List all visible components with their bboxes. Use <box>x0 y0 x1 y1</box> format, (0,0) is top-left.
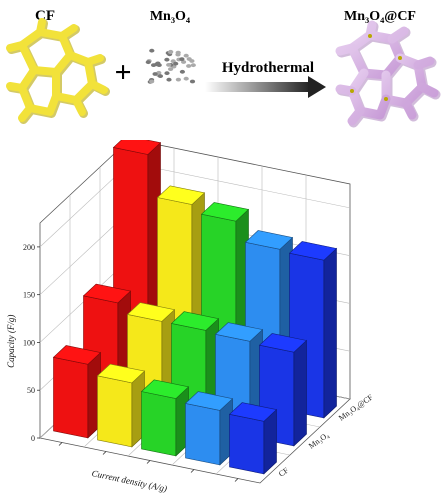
nanoparticle <box>175 52 181 57</box>
nanoparticle <box>168 67 174 71</box>
bar-top <box>228 402 278 422</box>
row-label: CF <box>277 465 291 478</box>
nanoparticle <box>149 48 155 53</box>
nanoparticle <box>175 77 181 82</box>
bar-top <box>200 202 250 222</box>
x-tick-mark <box>58 442 63 446</box>
y-tick-label: 200 <box>23 243 35 252</box>
bar-top <box>96 363 146 384</box>
x-tick-mark <box>190 469 195 473</box>
bar-side <box>293 339 307 447</box>
y-axis-title: Capacity (F/g) <box>6 315 16 368</box>
bar-top <box>214 322 264 342</box>
nanoparticle <box>186 57 192 61</box>
bar <box>184 391 234 466</box>
y-tick-label: 100 <box>23 338 35 347</box>
bar-top <box>184 391 234 411</box>
y-tick-label: 50 <box>27 386 35 395</box>
bar-front <box>229 413 265 475</box>
y-tick-label: 0 <box>31 434 35 443</box>
nanoparticle <box>179 69 185 74</box>
bar <box>228 402 278 475</box>
bar-top <box>52 345 102 365</box>
process-arrow-icon <box>205 76 326 98</box>
bars <box>52 140 338 475</box>
bar-top <box>140 379 190 399</box>
nanoparticle <box>145 60 151 65</box>
bar <box>96 363 146 448</box>
x-tick-mark <box>146 460 151 464</box>
x-tick-mark <box>234 478 239 482</box>
hydrothermal-label: Hydrothermal <box>222 60 314 76</box>
bar <box>140 379 190 457</box>
nanoparticle <box>164 71 170 76</box>
bar-front <box>53 356 89 439</box>
nanoparticle <box>157 74 163 78</box>
bar-top <box>156 185 206 205</box>
nanoparticle <box>164 57 170 62</box>
row-label: Mn₃O₄@CF <box>337 392 375 422</box>
nanoparticle <box>189 79 196 84</box>
x-axis-title: Current density (A/g) <box>91 468 168 494</box>
nanoparticle <box>155 61 161 66</box>
nanoparticle <box>181 60 187 64</box>
nanoparticle <box>183 76 189 81</box>
nanoparticle <box>152 72 158 76</box>
y-axis-ticks: 0 50 100 150 200 <box>23 243 40 443</box>
bar-front <box>97 375 133 448</box>
bar-top <box>82 283 132 304</box>
bar-front <box>185 403 221 466</box>
bar-top <box>288 241 338 261</box>
mn3o4-label: Mn₃O₄ <box>150 9 191 24</box>
nanoparticle <box>166 63 172 67</box>
bar-top <box>258 333 308 353</box>
cf-framework-image <box>6 18 110 124</box>
nanoparticle <box>149 79 155 84</box>
bar-side <box>323 247 337 419</box>
product-label: Mn₃O₄@CF <box>344 9 416 24</box>
nanoparticle <box>173 61 179 66</box>
bar-top <box>170 311 220 331</box>
nanoparticle <box>186 64 192 68</box>
back-wall-gridline <box>129 162 351 209</box>
cf-struts <box>6 18 108 122</box>
bar <box>52 345 102 439</box>
synthesis-scheme: CF + Mn₃O₄ Hydrothermal <box>6 8 441 128</box>
bar-top <box>244 230 294 250</box>
composite-struts <box>335 20 439 126</box>
nanoparticle <box>167 50 174 55</box>
composite-framework-image <box>335 20 441 128</box>
plus-sign: + <box>114 56 131 89</box>
mn3o4-particles-image <box>145 48 196 84</box>
x-tick-mark <box>102 451 107 455</box>
nanoparticle <box>190 63 196 68</box>
exposed-cf-spots <box>350 34 402 101</box>
y-tick-label: 150 <box>23 291 35 300</box>
bar-top <box>112 140 162 155</box>
x-axis-ticks <box>58 442 239 482</box>
nanoparticle <box>166 77 172 82</box>
bar-front <box>141 391 177 457</box>
nanoparticle <box>179 57 185 61</box>
bar <box>258 333 308 447</box>
nanoparticle <box>183 53 189 58</box>
bar-top <box>126 302 176 322</box>
